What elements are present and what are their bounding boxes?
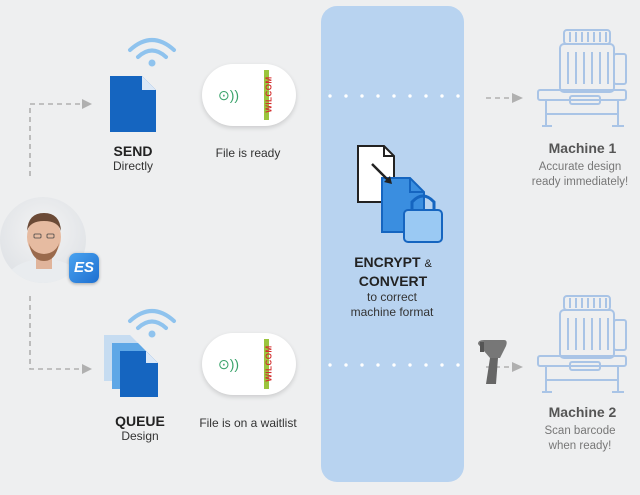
encrypt-convert-panel xyxy=(321,6,464,482)
embroidery-machine-icon xyxy=(537,29,627,127)
stacked-files-icon xyxy=(104,335,158,397)
usb-dongle-icon: ⊙)) WILCOM xyxy=(202,333,296,395)
queue-title: QUEUE xyxy=(115,413,165,429)
center-line3: to correct xyxy=(366,290,417,304)
embroidery-machine-icon xyxy=(537,295,627,393)
machine1-line2: ready immediately! xyxy=(531,176,629,188)
machine2-line1: Scan barcode xyxy=(544,425,616,437)
dotted-connector-bottom xyxy=(322,363,464,367)
machine2-line2: when ready! xyxy=(548,440,612,452)
person-photo xyxy=(4,213,84,283)
wifi-icon xyxy=(128,309,176,338)
encrypt-file-lock-icon xyxy=(357,145,443,243)
queue-subtitle: Design xyxy=(121,429,159,443)
dotted-connector-top xyxy=(322,94,464,98)
brand-logo: WILCOM xyxy=(264,76,274,113)
signal-icon: ⊙)) xyxy=(218,87,240,103)
wifi-icon xyxy=(128,38,176,67)
machine1-line1: Accurate design xyxy=(538,161,622,173)
encrypt-label: ENCRYPT xyxy=(354,254,421,270)
dongle-top-status: File is ready xyxy=(215,146,281,160)
usb-dongle-icon: ⊙)) WILCOM xyxy=(202,64,296,126)
signal-icon: ⊙)) xyxy=(218,356,240,372)
center-heading: ENCRYPT & CONVERT xyxy=(332,254,454,290)
brand-stripe xyxy=(264,339,269,389)
es-badge-icon: ES xyxy=(69,253,99,283)
send-subtitle: Directly xyxy=(112,159,153,173)
brand-stripe xyxy=(264,70,269,120)
center-line4: machine format xyxy=(350,305,434,319)
file-icon xyxy=(110,76,156,132)
brand-logo: WILCOM xyxy=(264,345,274,382)
dongle-bottom-status: File is on a waitlist xyxy=(199,416,297,430)
machine2-title: Machine 2 xyxy=(548,404,617,420)
machine1-title: Machine 1 xyxy=(548,140,617,156)
barcode-scanner-icon xyxy=(478,340,507,384)
convert-label: CONVERT xyxy=(358,273,428,289)
ampersand: & xyxy=(424,258,432,270)
send-title: SEND xyxy=(113,143,153,159)
